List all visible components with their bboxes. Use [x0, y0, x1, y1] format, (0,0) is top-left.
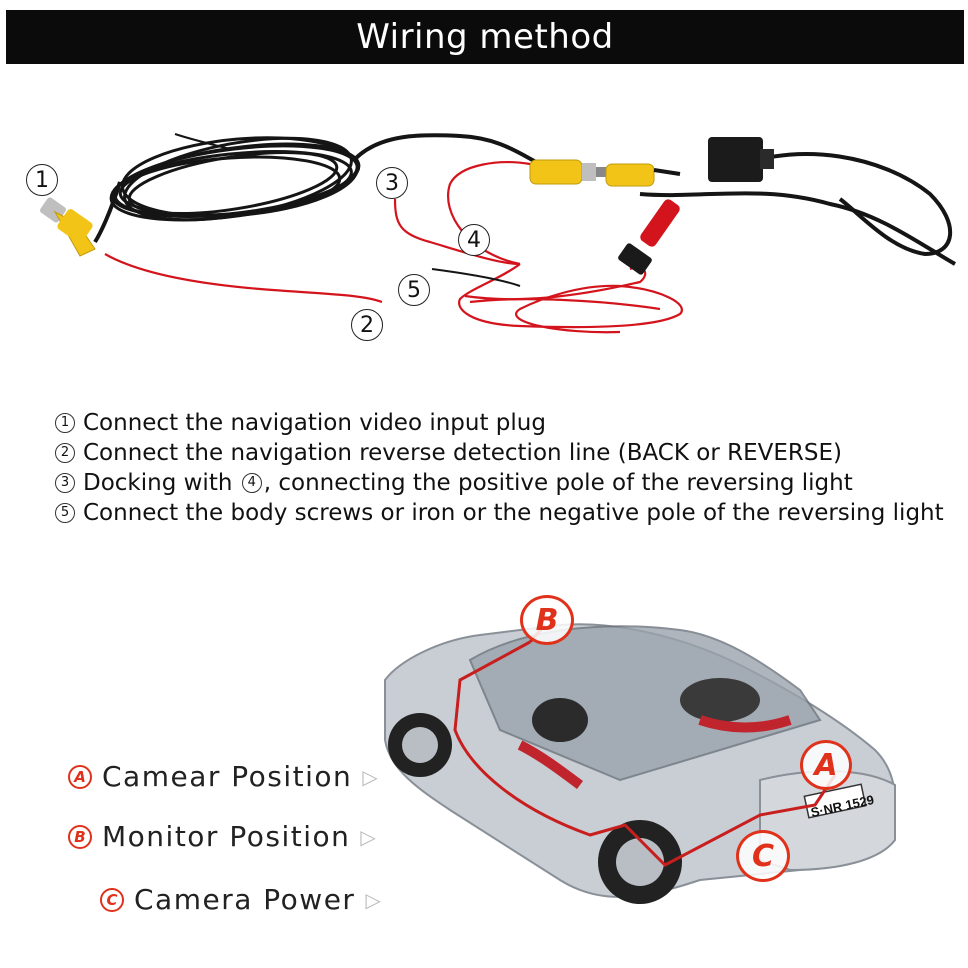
instruction-item: 5 Connect the body screws or iron or the… — [55, 498, 955, 528]
inline-step-number: 4 — [241, 473, 262, 493]
instruction-text: Connect the navigation reverse detection… — [83, 440, 842, 466]
black-cable-main — [353, 133, 541, 166]
instruction-text-continued: , connecting the positive pole of the re… — [263, 470, 853, 496]
legend-item-camera-power: C Camera Power ▷ — [100, 883, 381, 916]
marker-a: A — [800, 740, 852, 790]
triangle-arrow-icon: ▷ — [365, 887, 381, 912]
rca-plug-left — [40, 197, 96, 257]
instruction-item: 3 Docking with 4, connecting the positiv… — [55, 468, 955, 498]
legend-label: Camear Position — [102, 760, 353, 793]
step-number: 2 — [55, 443, 75, 463]
marker-b-letter: B — [535, 602, 559, 638]
cable-route-line — [453, 640, 837, 867]
black-lead-left — [93, 181, 122, 244]
legend-label: Monitor Position — [102, 820, 351, 853]
step-number: 1 — [55, 413, 75, 433]
car-diagram: S·NR 1529 B A C A Camear Position ▷ B Mo… — [0, 580, 968, 968]
car-illustration: S·NR 1529 — [384, 623, 896, 904]
label-3: 3 — [376, 167, 408, 199]
page-title: Wiring method — [356, 17, 614, 57]
legend-marker: A — [68, 764, 92, 789]
instruction-text: Connect the body screws or iron or the n… — [83, 500, 944, 526]
black-cable-coil — [109, 136, 361, 222]
marker-a-letter: A — [814, 747, 838, 783]
legend-item-camera-position: A Camear Position ▷ — [68, 760, 378, 793]
seat-front — [532, 698, 588, 742]
legend-marker: B — [68, 824, 92, 849]
instructions-list: 1 Connect the navigation video input plu… — [55, 408, 955, 528]
legend-marker: C — [100, 887, 124, 912]
red-connector — [618, 199, 680, 275]
step-number: 3 — [55, 473, 75, 493]
header-bar: Wiring method — [6, 10, 964, 64]
instruction-item: 1 Connect the navigation video input plu… — [55, 408, 955, 438]
marker-c: C — [736, 830, 790, 882]
wiring-illustration: 1 2 3 4 5 — [0, 64, 968, 384]
rca-plug-middle — [529, 159, 681, 187]
instruction-text: Connect the navigation video input plug — [83, 410, 546, 436]
marker-c-letter: C — [751, 838, 775, 874]
legend-label: Camera Power — [134, 883, 356, 916]
label-1: 1 — [26, 164, 58, 196]
step-number: 5 — [55, 503, 75, 523]
label-2: 2 — [351, 309, 383, 341]
triangle-arrow-icon: ▷ — [360, 824, 376, 849]
triangle-arrow-icon: ▷ — [362, 764, 378, 789]
instruction-text: Docking with — [83, 470, 233, 496]
seat-rear — [680, 678, 760, 722]
label-4: 4 — [458, 224, 490, 256]
legend-item-monitor-position: B Monitor Position ▷ — [68, 820, 376, 853]
marker-b: B — [520, 595, 574, 645]
cable-drawing — [40, 133, 956, 334]
camera-connector-box — [708, 137, 763, 182]
label-5: 5 — [398, 274, 430, 306]
black-wire-5 — [431, 268, 521, 287]
instruction-item: 2 Connect the navigation reverse detecti… — [55, 438, 955, 468]
